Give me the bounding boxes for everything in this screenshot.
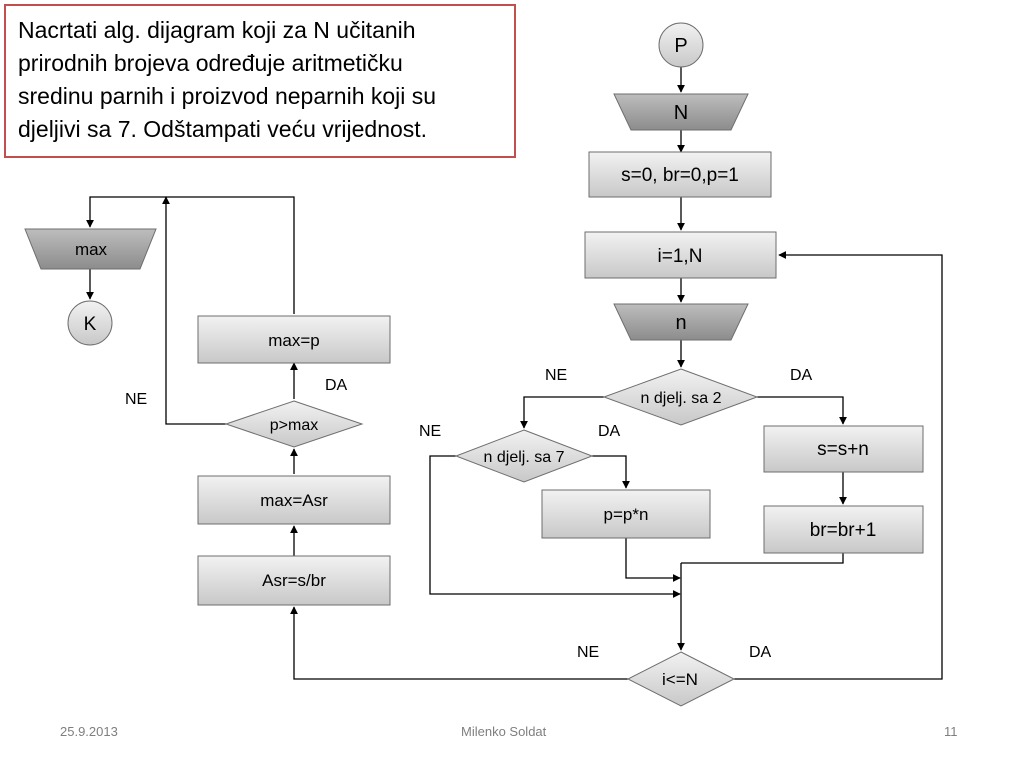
yes-label-max: DA (325, 377, 348, 394)
count-box (763, 505, 924, 554)
task-line: Nacrtati alg. dijagram koji za N učitani… (18, 17, 416, 43)
task-box: Nacrtati alg. dijagram koji za N učitani… (4, 4, 516, 158)
no-label-even: NE (545, 367, 567, 384)
average-box (197, 555, 391, 606)
connectors (86, 67, 943, 680)
start-label: P (674, 35, 687, 57)
cond-loop-diamond (626, 651, 736, 707)
cond-loop-label: i<=N (662, 670, 698, 689)
no-label-max: NE (125, 391, 147, 408)
loop-box (584, 231, 777, 279)
init-label: s=0, br=0,p=1 (621, 165, 739, 186)
sum-box (763, 425, 924, 473)
max-p-box (197, 315, 391, 364)
cond-even-label: n djelj. sa 2 (641, 390, 722, 407)
task-text: Nacrtati alg. dijagram koji za N učitani… (18, 14, 513, 146)
yes-label-even: DA (790, 367, 813, 384)
footer-date: 25.9.2013 (60, 724, 118, 739)
task-line: sredinu parnih i proizvod neparnih koji … (18, 83, 437, 109)
shape-labels: P N s=0, br=0,p=1 i=1,N n n djelj. sa 2 … (75, 35, 876, 689)
end-node (67, 300, 113, 346)
shapes (24, 22, 924, 707)
task-line: djeljivi sa 7. Odštampati veću vrijednos… (18, 116, 428, 142)
cond-max-label: p>max (270, 417, 318, 434)
start-node (658, 22, 704, 68)
cond-max-diamond (224, 400, 364, 448)
cond-div7-label: n djelj. sa 7 (484, 449, 565, 466)
average-label: Asr=s/br (262, 571, 326, 590)
yes-label-loop: DA (749, 644, 772, 661)
max-asr-box (197, 475, 391, 525)
init-box (588, 151, 772, 198)
input-item-label: n (675, 312, 686, 334)
product-box (541, 489, 711, 539)
max-p-label: max=p (268, 331, 320, 350)
task-line: prirodnih brojeva određuje aritmetičku (18, 50, 403, 76)
input-item (613, 303, 749, 341)
yes-label-div7: DA (598, 423, 621, 440)
end-label: K (84, 314, 97, 335)
input-n-label: N (674, 102, 688, 124)
loop-label: i=1,N (658, 246, 703, 267)
max-asr-label: max=Asr (260, 491, 328, 510)
branch-labels: NE DA NE DA NE DA NE DA (125, 367, 813, 661)
output-label: max (75, 240, 108, 259)
output-max (24, 228, 157, 270)
cond-div7-diamond (454, 429, 594, 483)
input-n (613, 93, 749, 131)
sum-label: s=s+n (817, 439, 869, 460)
cond-even-diamond (602, 368, 759, 426)
no-label-loop: NE (577, 644, 599, 661)
footer-author: Milenko Soldat (461, 724, 547, 739)
no-label-div7: NE (419, 423, 441, 440)
product-label: p=p*n (604, 505, 649, 524)
count-label: br=br+1 (810, 520, 877, 541)
footer-page-number: 11 (944, 724, 958, 739)
